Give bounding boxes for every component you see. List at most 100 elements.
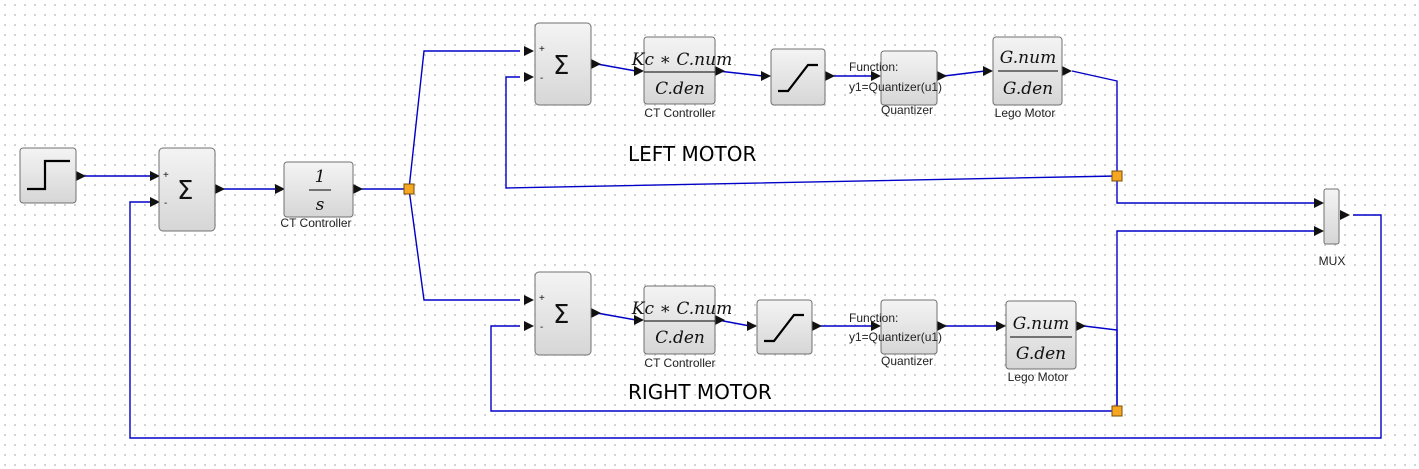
port-arrow xyxy=(937,71,947,81)
integrator-denominator: s xyxy=(316,195,325,215)
port-arrows xyxy=(76,46,1350,331)
right-saturation-block[interactable] xyxy=(756,299,813,355)
right-motor-numerator: G.num xyxy=(1013,314,1069,334)
mux-block[interactable] xyxy=(1323,188,1340,245)
right-sum-block[interactable]: + - Σ xyxy=(534,271,592,356)
left-sum-block[interactable]: + - Σ xyxy=(534,22,592,106)
port-arrow xyxy=(715,315,725,325)
port-arrow xyxy=(715,66,725,76)
left-controller-block[interactable]: Kc ∗ C.num C.den xyxy=(631,36,732,105)
left-controller-denominator: C.den xyxy=(655,79,705,99)
mux-caption: MUX xyxy=(1319,254,1346,268)
left-controller-caption: CT Controller xyxy=(644,106,715,120)
port-arrow xyxy=(524,72,534,82)
signal-wires xyxy=(84,50,1382,439)
wire-right-to-mux[interactable] xyxy=(1116,230,1317,411)
split-point-left[interactable] xyxy=(1111,170,1123,182)
right-controller-denominator: C.den xyxy=(655,328,705,348)
left-motor-title: LEFT MOTOR xyxy=(628,142,756,166)
port-arrow xyxy=(353,184,363,194)
port-arrow xyxy=(1062,66,1072,76)
sum-minus-sign: - xyxy=(540,322,543,333)
port-arrow xyxy=(524,46,534,56)
integrator-numerator: 1 xyxy=(315,167,326,187)
right-controller-numerator: Kc ∗ C.num xyxy=(631,299,732,319)
right-motor-caption: Lego Motor xyxy=(1008,370,1069,384)
port-arrow xyxy=(634,315,644,325)
port-arrow xyxy=(996,321,1006,331)
port-arrow xyxy=(591,308,601,318)
port-arrow xyxy=(812,321,822,331)
wire-left-feedback[interactable] xyxy=(505,76,1118,189)
port-arrow xyxy=(275,184,285,194)
port-arrow xyxy=(150,171,160,181)
sum-plus-sign: + xyxy=(539,293,545,304)
left-motor-denominator: G.den xyxy=(1003,79,1053,99)
port-arrow xyxy=(825,71,835,81)
right-controller-block[interactable]: Kc ∗ C.num C.den xyxy=(631,285,732,355)
right-quantizer-function-label: Function: xyxy=(849,311,898,325)
port-arrow xyxy=(871,321,881,331)
saturation-icon xyxy=(778,63,818,93)
port-arrow xyxy=(747,321,757,331)
main-sum-block[interactable]: + - Σ xyxy=(158,147,216,232)
integrator-block[interactable]: 1 s xyxy=(283,161,354,218)
right-motor-block[interactable]: G.num G.den xyxy=(1005,300,1077,370)
right-quantizer-expression: y1=Quantizer(u1) xyxy=(849,330,942,344)
sum-minus-sign: - xyxy=(540,73,543,84)
port-arrow xyxy=(1314,198,1324,208)
port-arrow xyxy=(215,184,225,194)
wire-split-to-right-sum[interactable] xyxy=(408,188,520,301)
port-arrow xyxy=(524,295,534,305)
left-quantizer-block[interactable] xyxy=(880,50,938,106)
port-arrow xyxy=(983,66,993,76)
port-arrow xyxy=(1076,321,1086,331)
wire-right-controller-to-saturation[interactable] xyxy=(717,319,751,327)
wire-mux-outer-feedback[interactable] xyxy=(129,201,1382,439)
left-controller-numerator: Kc ∗ C.num xyxy=(631,50,732,70)
left-motor-numerator: G.num xyxy=(1000,48,1056,68)
port-arrow xyxy=(524,321,534,331)
left-motor-caption: Lego Motor xyxy=(995,106,1056,120)
right-quantizer-caption: Quantizer xyxy=(881,354,933,368)
wire-left-to-mux[interactable] xyxy=(1116,176,1317,204)
wire-left-motor-output[interactable] xyxy=(1071,70,1118,176)
wire-left-controller-to-saturation[interactable] xyxy=(717,70,764,77)
port-arrow xyxy=(76,171,86,181)
sum-minus-sign: - xyxy=(164,198,167,209)
sum-plus-sign: + xyxy=(539,44,545,55)
port-arrow xyxy=(634,66,644,76)
wire-split-to-left-sum[interactable] xyxy=(408,50,520,190)
split-point-right[interactable] xyxy=(1111,405,1123,417)
port-arrow xyxy=(937,321,947,331)
integrator-caption: CT Controller xyxy=(280,216,351,230)
port-arrow xyxy=(150,197,160,207)
split-point-main[interactable] xyxy=(403,183,415,195)
saturation-icon xyxy=(764,313,804,343)
step-icon xyxy=(27,159,70,191)
sum-plus-sign: + xyxy=(163,170,169,181)
port-arrow xyxy=(871,71,881,81)
right-quantizer-block[interactable] xyxy=(880,299,938,355)
left-motor-block[interactable]: G.num G.den xyxy=(992,36,1063,106)
left-quantizer-function-label: Function: xyxy=(849,60,898,74)
left-quantizer-caption: Quantizer xyxy=(881,103,933,117)
right-motor-title: RIGHT MOTOR xyxy=(628,380,772,404)
right-controller-caption: CT Controller xyxy=(644,356,715,370)
sigma-icon: Σ xyxy=(553,51,569,81)
wire-left-quantizer-to-motor[interactable] xyxy=(943,70,986,77)
port-arrow xyxy=(591,59,601,69)
wire-right-feedback[interactable] xyxy=(490,325,1117,412)
port-arrow xyxy=(761,71,771,81)
step-source-block[interactable] xyxy=(19,147,77,204)
sigma-icon: Σ xyxy=(553,300,569,330)
port-arrow xyxy=(1314,226,1324,236)
port-arrow xyxy=(1340,210,1350,220)
wire-right-motor-output[interactable] xyxy=(1083,325,1118,411)
wire-right-sum-to-controller[interactable] xyxy=(596,312,637,321)
wire-left-sum-to-controller[interactable] xyxy=(596,63,637,72)
left-quantizer-expression: y1=Quantizer(u1) xyxy=(849,80,942,94)
left-saturation-block[interactable] xyxy=(770,48,826,106)
sigma-icon: Σ xyxy=(177,176,193,206)
